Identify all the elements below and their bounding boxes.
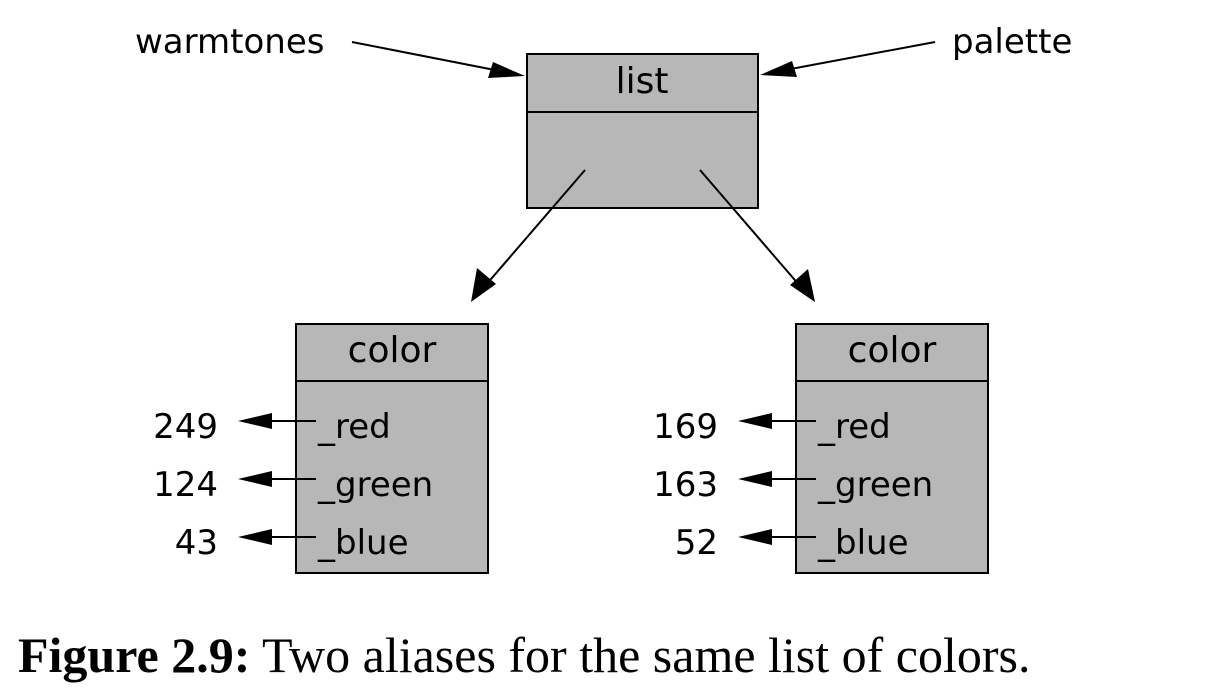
figure-caption: Figure 2.9: Two aliases for the same lis…: [18, 630, 1031, 680]
field-value-green: 163: [653, 465, 718, 505]
list-box: list: [526, 53, 759, 209]
field-name-green: _green: [317, 465, 433, 505]
field-name-green: _green: [817, 465, 933, 505]
field-arrowhead-blue: [738, 529, 772, 545]
field-value-blue: 52: [675, 523, 718, 563]
figure-caption-text: Two aliases for the same list of colors.: [250, 627, 1031, 683]
color-object-right: color _red _green _blue 169 163 52: [653, 323, 989, 574]
figure-caption-label: Figure 2.9:: [18, 627, 251, 683]
object-diagram: warmtones palette list color _red _green…: [135, 22, 1072, 574]
field-value-blue: 43: [175, 523, 218, 563]
field-name-red: _red: [317, 407, 391, 447]
list-element-arrow-right: [699, 169, 801, 287]
field-value-red: 249: [153, 407, 218, 447]
list-element-arrowhead-left: [471, 268, 496, 302]
alias-arrow-warmtones: [351, 41, 506, 73]
color-object-title: color: [348, 330, 437, 371]
alias-arrow-palette: [779, 41, 936, 72]
alias-arrowhead-warmtones: [488, 62, 525, 78]
field-arrowhead-red: [238, 413, 272, 429]
list-element-arrow-left: [484, 169, 586, 287]
list-element-arrowhead-right: [790, 269, 815, 302]
color-object-left: color _red _green _blue 249 124 43: [153, 323, 489, 574]
alias-label-warmtones: warmtones: [135, 22, 324, 62]
field-arrowhead-green: [738, 471, 772, 487]
field-arrowhead-green: [238, 471, 272, 487]
list-box-title: list: [616, 61, 669, 102]
field-value-red: 169: [653, 407, 718, 447]
field-value-green: 124: [153, 465, 218, 505]
field-name-blue: _blue: [817, 523, 909, 563]
color-object-title: color: [848, 330, 937, 371]
field-name-red: _red: [817, 407, 891, 447]
alias-arrowhead-palette: [760, 61, 797, 77]
field-name-blue: _blue: [317, 523, 409, 563]
alias-label-palette: palette: [952, 22, 1072, 62]
field-arrowhead-red: [738, 413, 772, 429]
field-arrowhead-blue: [238, 529, 272, 545]
